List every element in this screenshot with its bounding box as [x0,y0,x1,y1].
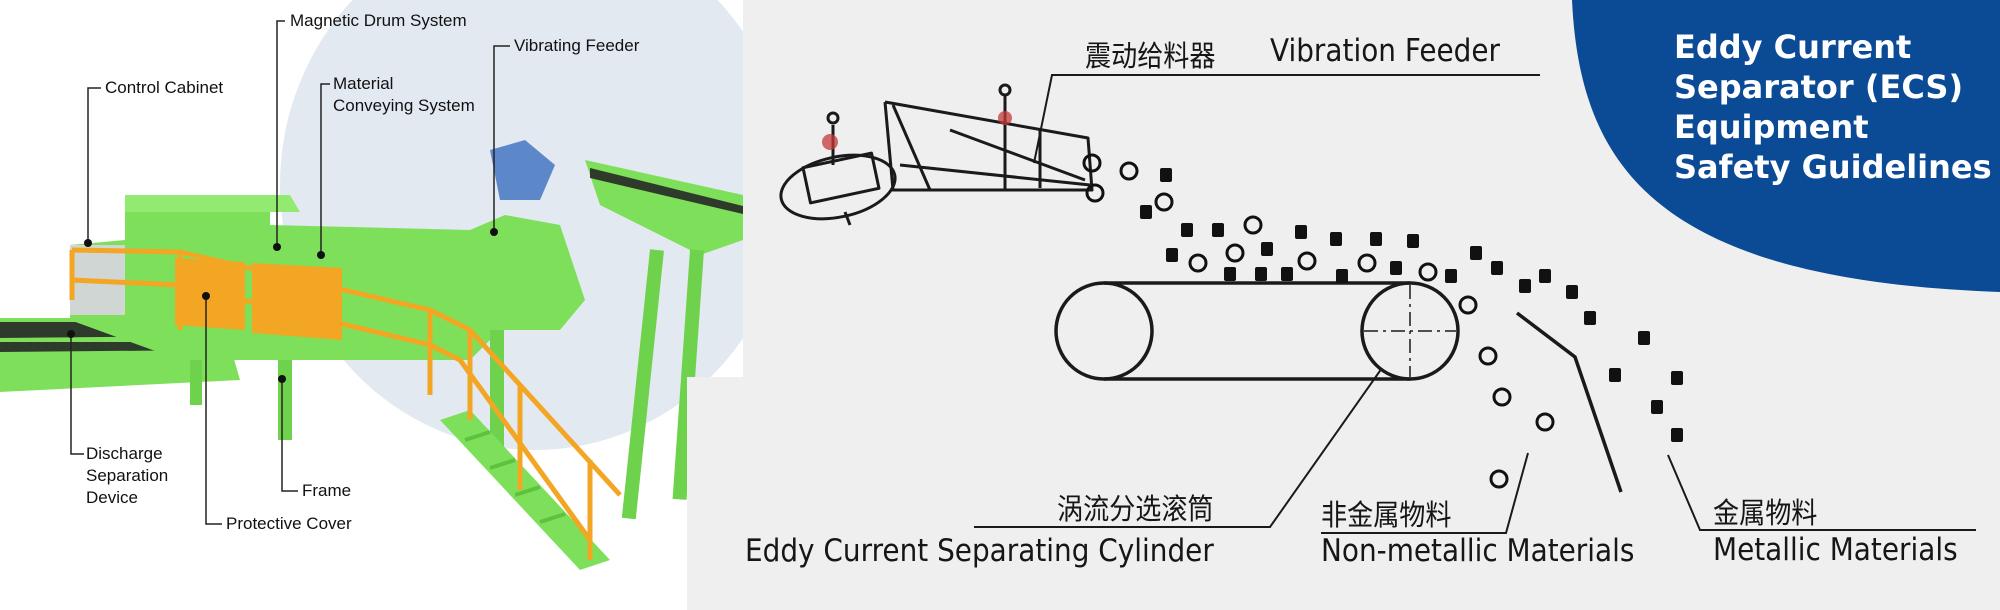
feeder-motor-marks [822,111,1012,150]
vibration-feeder-drawing [779,83,1094,226]
splitter-plate [1515,311,1623,493]
title-line: Equipment [1674,108,1869,146]
label-cylinder-en: Eddy Current Separating Cylinder [745,533,1214,569]
nonmetal-particle [1478,346,1498,366]
metal-particle [1166,248,1178,262]
metal-particle [1330,232,1342,246]
label-discharge-1: Discharge [86,444,163,463]
metal-particle [1295,225,1307,239]
metal-particle [1224,267,1236,281]
metal-particle [1491,261,1503,275]
title-background [1572,0,2000,292]
metal-particle [1671,428,1683,442]
title-line: Safety Guidelines [1674,148,1992,186]
metal-particle [1181,223,1193,237]
label-discharge-3: Device [86,488,138,507]
metal-particle [1609,368,1621,382]
nonmetal-particle [1082,153,1102,173]
metal-particle [1281,267,1293,281]
nonmetal-particle [1492,387,1512,407]
metal-particle [1407,234,1419,248]
label-metal-en: Metallic Materials [1713,532,1958,568]
nonmetal-particle [1357,253,1377,273]
machine-photo [0,0,743,570]
metal-particle [1261,242,1273,256]
label-control-cabinet: Control Cabinet [105,78,224,97]
nonmetal-particle [1085,183,1105,203]
vibration-motor [490,140,555,200]
nonmetal-particle [1489,469,1509,489]
metal-particle [1566,285,1578,299]
diagram-leader-lines [974,74,1976,534]
label-vibration-feeder-en: Vibration Feeder [1270,33,1501,69]
metal-particle [1390,261,1402,275]
label-frame: Frame [302,481,352,500]
metal-particle [1445,269,1457,283]
label-material-conveying-1: Material [333,74,394,93]
label-nonmetal-cn: 非金属物料 [1321,498,1452,532]
metal-particle [1212,223,1224,237]
metal-particle [1651,400,1663,414]
label-protective-cover: Protective Cover [226,514,352,533]
metal-particle [1584,311,1596,325]
material-particles [1082,153,1683,489]
label-vibration-feeder-cn: 震动给料器 [1085,39,1216,73]
nonmetal-particle [1458,295,1478,315]
metal-particle [1370,232,1382,246]
label-material-conveying-2: Conveying System [333,96,475,115]
metal-particle [1336,269,1348,283]
nonmetal-particle [1154,192,1174,212]
nonmetal-particle [1119,161,1139,181]
metal-particle [1671,371,1683,385]
nonmetal-particle [1297,251,1317,271]
title-line: Separator (ECS) [1674,68,1964,106]
metal-particle [1539,269,1551,283]
eddy-current-conveyor [1054,281,1460,381]
metal-particle [1470,246,1482,260]
photo-leader-dots [67,228,498,383]
metal-particle [1638,331,1650,345]
nonmetal-particle [1243,215,1263,235]
label-metal-cn: 金属物料 [1713,496,1818,530]
title-line: Eddy Current [1674,28,1912,66]
nonmetal-particle [1418,262,1438,282]
metal-particle [1519,279,1531,293]
nonmetal-particle [1225,243,1245,263]
label-discharge-2: Separation [86,466,169,485]
metal-particle [1160,168,1172,182]
cylinder-crosshair [1364,285,1456,377]
nonmetal-particle [1188,253,1208,273]
page-title: Eddy Current Separator (ECS) Equipment S… [1674,27,1992,187]
label-vibrating-feeder: Vibrating Feeder [514,36,640,55]
label-magnetic-drum-system: Magnetic Drum System [290,11,467,30]
photo-leader-lines [70,20,510,525]
metal-particle [1140,205,1152,219]
nonmetal-particle [1535,412,1555,432]
metal-particle [1255,267,1267,281]
label-cylinder-cn: 涡流分选滚筒 [1057,492,1214,526]
label-nonmetal-en: Non-metallic Materials [1321,533,1635,569]
